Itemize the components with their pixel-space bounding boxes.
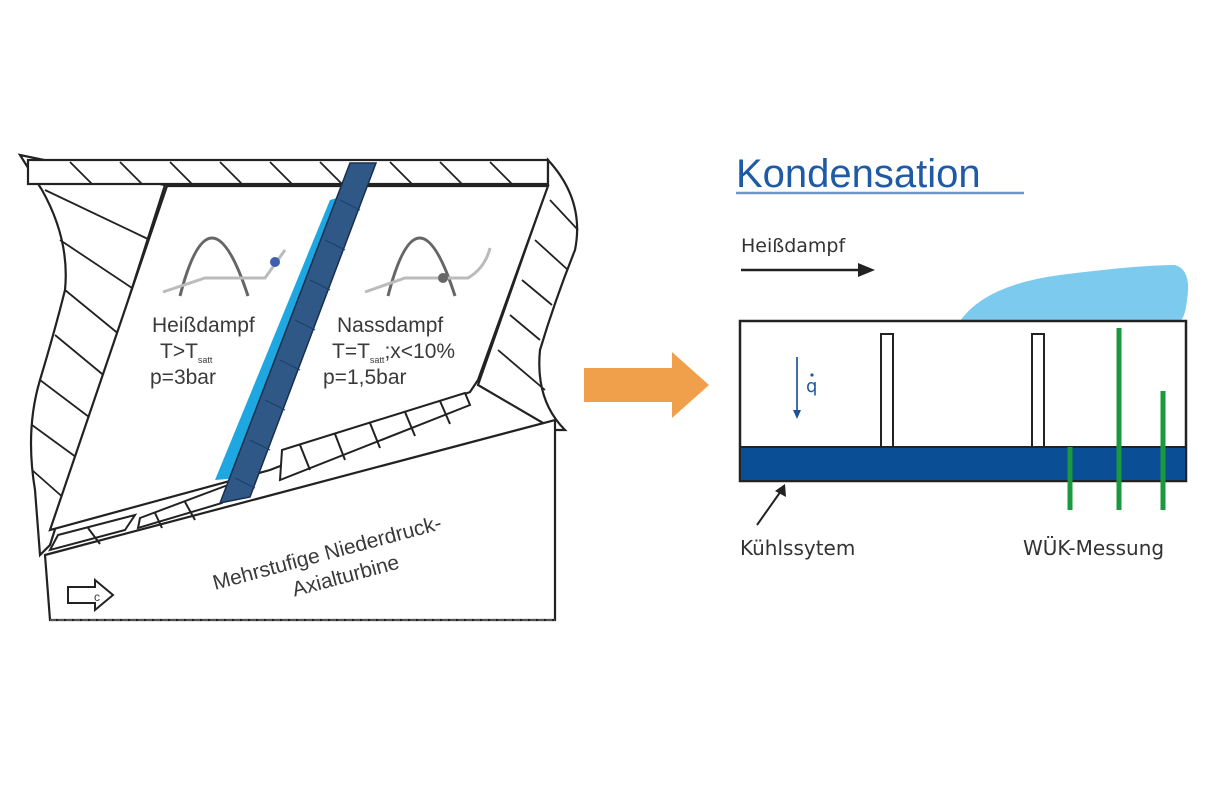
cooling-pointer-head [775,484,786,497]
heissdampf-condition: T>Tsatt [160,340,213,365]
casing-right-wall [476,157,579,432]
arrow-right-icon [584,352,709,418]
condensate-film [960,265,1189,321]
heissdampf-pressure: p=3bar [150,366,216,389]
nassdampf-pressure: p=1,5bar [323,366,407,389]
cooling-pointer-line [756,490,782,526]
panel-title: Kondensation [736,152,981,196]
wuek-measurement-label: WÜK-Messung [1023,536,1164,560]
flow-arrow-head-icon [858,263,875,277]
heissdampf-flow-label: Heißdampf [741,235,846,257]
nassdampf-label: Nassdampf [337,314,443,337]
heissdampf-label: Heißdampf [152,314,255,337]
condensation-panel: Kondensation Heißdampf q Kühlssytem WÜK-… [736,152,1189,560]
casing-hatching [31,161,513,501]
right-wall-hatching [497,199,579,391]
heat-flux-dot [810,373,814,377]
blade-condensate-film [215,197,340,480]
wuek-sensors [1067,328,1166,510]
cooling-channel [739,446,1187,482]
ts-diagram-superheated-icon [162,236,287,297]
flow-velocity-label: c [94,590,100,604]
fin-2 [1031,333,1045,448]
casing-left-wall [17,153,167,558]
fin-1 [880,333,894,448]
flow-direction-arrow-icon: c [67,577,115,613]
heat-flux-arrow-head [793,410,801,419]
turbine-cross-section: Heißdampf T>Tsatt p=3bar Nassdampf T=Tsa… [17,153,579,622]
heat-flux-label: q [806,376,817,397]
blade-platforms [48,391,472,552]
turbine-blade [218,162,378,505]
blade-hatching [234,199,361,489]
cooling-system-label: Kühlssytem [740,536,855,560]
ts-diagram-wet-steam-icon [364,236,492,297]
nassdampf-condition: T=Tsatt;x<10% [332,340,455,365]
